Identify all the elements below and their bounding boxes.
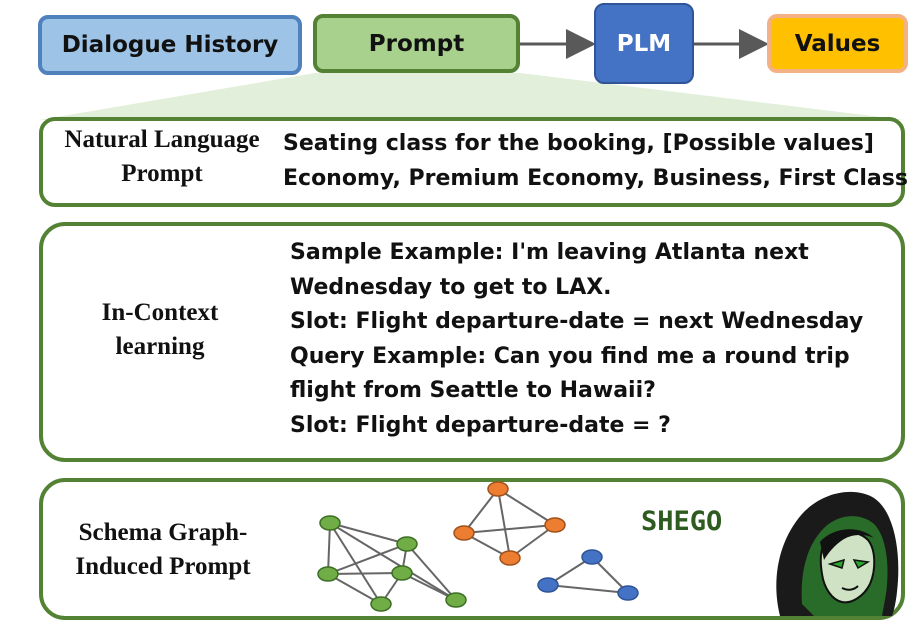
graph-node [317, 566, 339, 582]
prompt-expansion-wedge [39, 73, 905, 120]
green-graph [327, 522, 457, 605]
graph-node [544, 517, 566, 533]
in-context-learning-panel [39, 222, 905, 462]
graph-node [499, 550, 521, 566]
plm-label: PLM [616, 30, 672, 57]
schema-label-line1: Schema Graph- [78, 519, 248, 546]
dialogue-history-label: Dialogue History [61, 32, 279, 58]
icl-line: Wednesday to get to LAX. [290, 274, 612, 300]
icl-label-line1: In-Context [101, 299, 219, 326]
plm-box: PLM [594, 3, 694, 84]
schema-label-line2: Induced Prompt [75, 553, 251, 580]
values-label: Values [794, 30, 881, 57]
prompt-label: Prompt [368, 30, 465, 57]
shego-logo-text: SHEGO [641, 506, 723, 537]
icl-line: Slot: Flight departure-date = next Wedne… [290, 309, 864, 334]
in-context-learning-text: Sample Example: I'm leaving Atlanta next… [290, 236, 863, 443]
orange-graph-nodes [453, 481, 566, 566]
graph-node [445, 592, 467, 608]
icl-line: flight from Seattle to Hawaii? [290, 378, 656, 403]
green-graph-nodes [317, 515, 467, 612]
nl-text-line1: Seating class for the booking, [Possible… [283, 131, 874, 156]
schema-graph-title: Schema Graph- Induced Prompt [50, 516, 276, 584]
schema-graphs [317, 481, 639, 612]
prompt-box: Prompt [313, 14, 520, 73]
nl-label-line2: Prompt [121, 160, 203, 187]
graph-node [617, 585, 639, 601]
graph-node [453, 525, 475, 541]
in-context-learning-title: In-Context learning [60, 296, 260, 364]
graph-node [396, 536, 418, 552]
graph-node [370, 596, 392, 612]
blue-graph-nodes [537, 549, 639, 601]
graph-node [391, 565, 413, 581]
graph-node [581, 549, 603, 565]
natural-language-prompt-panel [39, 117, 905, 207]
natural-language-prompt-title: Natural Language Prompt [44, 123, 280, 191]
nl-label-line1: Natural Language [64, 126, 260, 153]
schema-graph-panel [39, 478, 905, 620]
shego-character-icon [776, 491, 899, 616]
values-box: Values [767, 14, 908, 73]
nl-text-line2: Economy, Premium Economy, Business, Firs… [283, 165, 908, 191]
orange-graph [463, 488, 556, 559]
dialogue-history-box: Dialogue History [38, 15, 302, 75]
icl-line: Query Example: Can you find me a round t… [290, 343, 850, 369]
graph-node [537, 577, 559, 593]
icl-line: Slot: Flight departure-date = ? [290, 412, 671, 438]
natural-language-prompt-text: Seating class for the booking, [Possible… [283, 127, 908, 196]
graph-node [487, 481, 509, 497]
icl-line: Sample Example: I'm leaving Atlanta next [290, 240, 809, 265]
icl-label-line2: learning [115, 333, 205, 360]
graph-node [319, 515, 341, 531]
